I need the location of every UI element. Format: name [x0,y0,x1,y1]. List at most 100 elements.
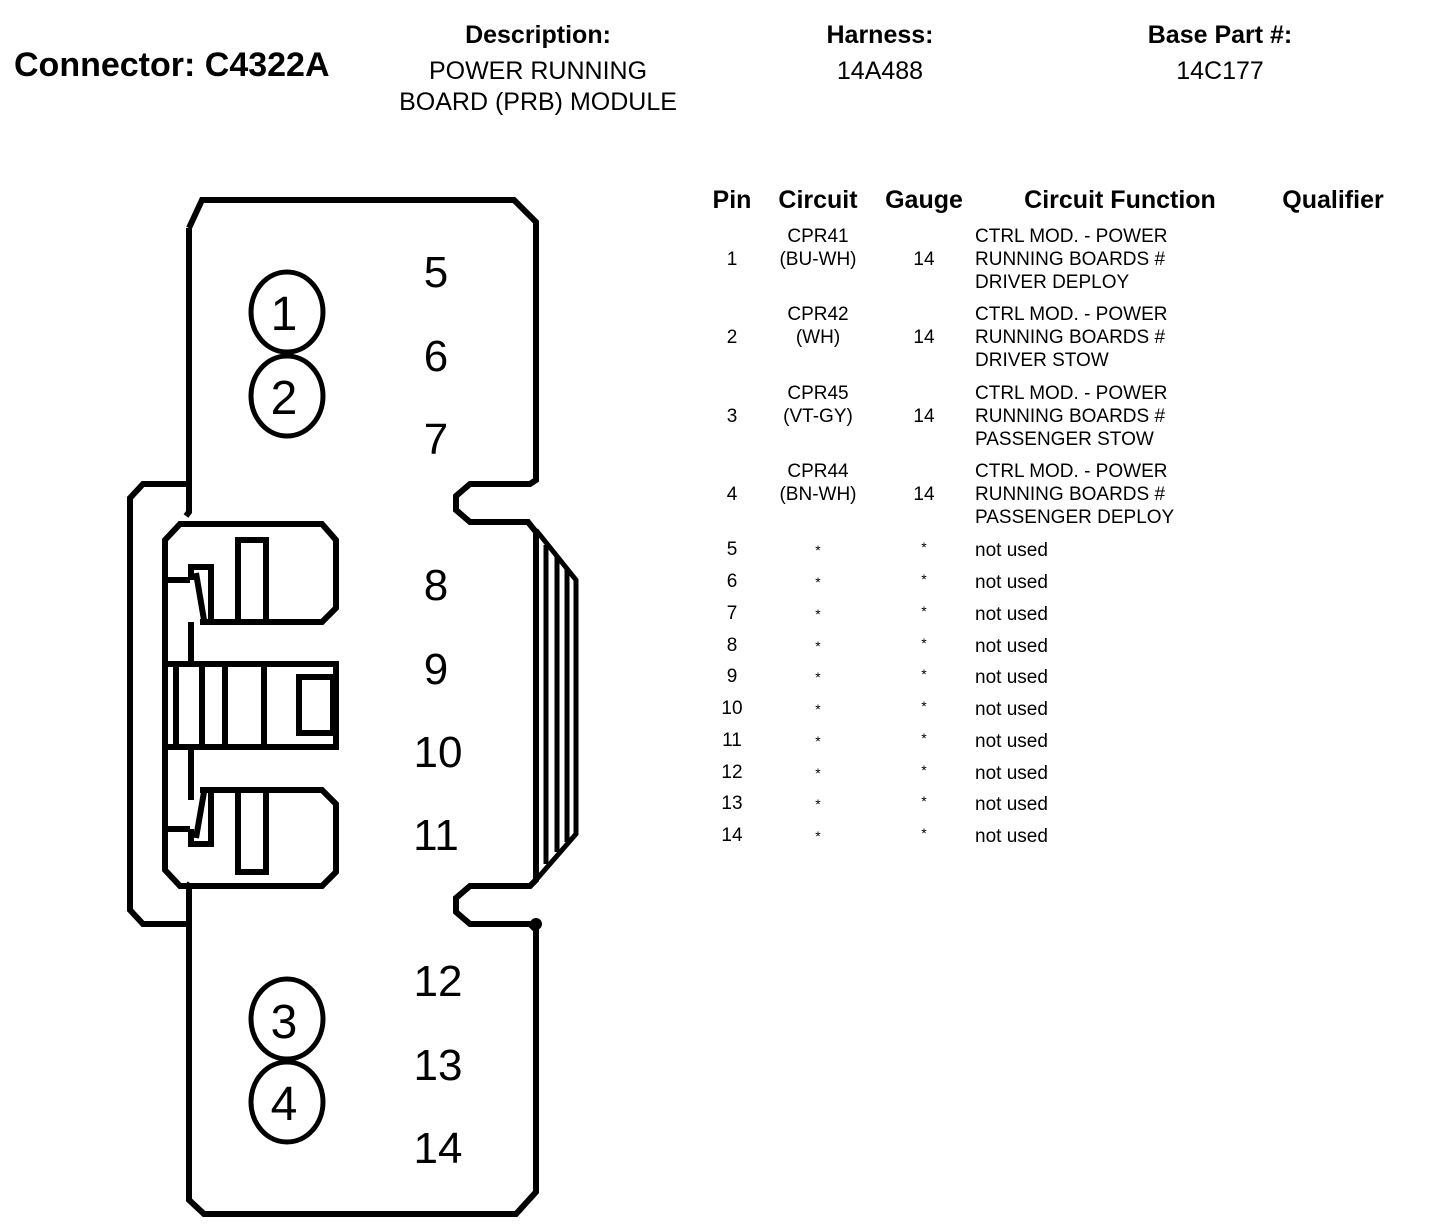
gauge-cell: * [921,539,927,555]
pin-cell: 3 [726,406,738,427]
function-cell: CTRL MOD. - POWER RUNNING BOARDS # DRIVE… [975,303,1167,372]
cavity-label-11: 11 [413,811,459,860]
pin-cell: 10 [721,698,743,719]
function-line: CTRL MOD. - POWER [975,461,1168,482]
function-line: CTRL MOD. - POWER [975,226,1168,247]
pin-cell: 14 [721,825,743,846]
pin-cell: 6 [726,571,738,592]
column-header-qualifier: Qualifier [1282,186,1384,214]
cavity-label-13: 13 [414,1041,463,1090]
function-cell: not used [975,699,1048,720]
function-line: RUNNING BOARDS # [975,327,1166,348]
gauge-cell: * [921,635,927,651]
gauge-cell: * [921,793,927,809]
harness-value: 14A488 [836,57,924,85]
gauge-cell: 14 [913,249,935,270]
description-line: BOARD (PRB) MODULE [399,88,677,116]
circuit-cell: CPR44 (BN-WH) [768,460,868,506]
base-part-label: Base Part #: [1147,21,1293,49]
wire-color: (BN-WH) [779,484,857,505]
pin-cell: 5 [726,539,738,560]
latch-pivot [530,918,542,930]
gauge-cell: * [921,603,927,619]
circuit-cell: * [815,765,821,781]
circuit-id: CPR45 [787,383,849,404]
lock-bar-middle [162,661,339,750]
circuit-id: CPR41 [787,226,849,247]
column-header-circuit-function: Circuit Function [1024,186,1216,214]
connector-title: Connector: C4322A [14,46,330,84]
circuit-id: CPR42 [787,304,849,325]
cavity-circles [248,269,326,1145]
circuit-cell: * [815,733,821,749]
lock-slot-upper [235,537,269,625]
gauge-cell: * [921,730,927,746]
function-cell: not used [975,731,1048,752]
pin-cell: 8 [726,635,738,656]
base-part-block: Base Part #: 14C177 [1120,20,1320,87]
function-cell: not used [975,826,1048,847]
column-header-gauge: Gauge [885,186,963,214]
base-part-value: 14C177 [1176,57,1264,85]
function-cell: CTRL MOD. - POWER RUNNING BOARDS # PASSE… [975,460,1174,529]
gauge-cell: 14 [913,327,935,348]
function-cell: not used [975,763,1048,784]
cavity-label-9: 9 [424,645,448,694]
circuit-cell: * [815,701,821,717]
function-line: PASSENGER STOW [975,429,1154,450]
gauge-cell: 14 [913,406,935,427]
function-cell: not used [975,667,1048,688]
cavity-label-6: 6 [424,332,448,381]
pin-cell: 9 [726,666,738,687]
lock-slot-lower [235,787,269,875]
cavity-label-8: 8 [424,561,448,610]
description-block: Description: POWER RUNNING BOARD (PRB) M… [378,20,698,118]
connector-face-diagram: 1 2 3 4 5 6 7 8 9 10 11 12 13 14 [127,197,579,1217]
cavity-label-3: 3 [271,996,298,1049]
cavity-label-7: 7 [424,415,448,464]
gauge-cell: * [921,825,927,841]
gauge-cell: * [921,762,927,778]
description-value: POWER RUNNING BOARD (PRB) MODULE [378,56,698,118]
harness-label: Harness: [826,21,934,49]
circuit-cell: CPR41 (BU-WH) [768,225,868,271]
function-cell: CTRL MOD. - POWER RUNNING BOARDS # PASSE… [975,382,1167,451]
cavity-circle-4 [248,1059,326,1145]
pin-cell: 4 [726,484,738,505]
pin-cell: 2 [726,327,738,348]
cavity-label-4: 4 [271,1078,298,1131]
gauge-cell: * [921,666,927,682]
cavity-label-5: 5 [424,248,448,297]
function-line: RUNNING BOARDS # [975,249,1166,270]
cavity-circle-1 [248,269,326,355]
cavity-circle-3 [248,976,326,1062]
circuit-cell: * [815,606,821,622]
description-label: Description: [465,21,611,49]
gauge-cell: * [921,571,927,587]
circuit-cell: * [815,574,821,590]
lock-finger-lower [188,790,214,847]
pin-cell: 7 [726,603,738,624]
wire-color: (WH) [795,327,841,348]
cavity-label-1: 1 [271,288,298,341]
column-header-pin: Pin [712,186,752,214]
connector-housing-outline [183,197,539,1217]
latch-bracket [127,481,186,927]
lock-window [296,674,336,736]
function-cell: not used [975,572,1048,593]
function-line: RUNNING BOARDS # [975,406,1166,427]
function-line: RUNNING BOARDS # [975,484,1166,505]
gauge-cell: * [921,698,927,714]
circuit-cell: * [815,542,821,558]
cavity-label-2: 2 [271,372,298,425]
lock-tab-lower [162,610,339,889]
function-cell: CTRL MOD. - POWER RUNNING BOARDS # DRIVE… [975,225,1167,294]
column-header-circuit: Circuit [778,186,858,214]
circuit-cell: * [815,669,821,685]
function-line: DRIVER DEPLOY [975,272,1130,293]
function-cell: not used [975,540,1048,561]
cavity-label-14: 14 [414,1124,463,1173]
circuit-cell: CPR42 (WH) [768,303,868,349]
cavity-label-12: 12 [414,957,463,1006]
function-line: PASSENGER DEPLOY [975,507,1175,528]
